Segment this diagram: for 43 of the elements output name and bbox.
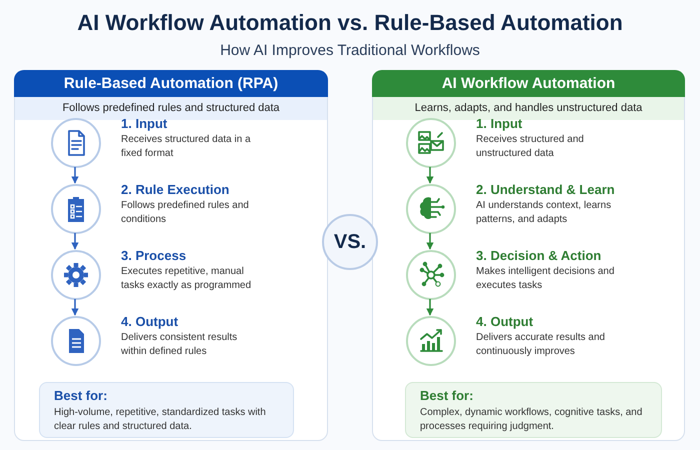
step-circle bbox=[51, 316, 101, 366]
info-card bbox=[39, 382, 294, 438]
panel-card bbox=[14, 70, 328, 441]
step-description: Follows predefined rules and conditions bbox=[121, 199, 250, 226]
card-heading: Best for: bbox=[420, 388, 474, 403]
step-description: Receives structured data in a fixed format bbox=[121, 133, 252, 160]
step-title: 2. Rule Execution bbox=[121, 182, 230, 197]
card-text: Complex, dynamic workflows, cognitive tasks, and processes requiring judgment. bbox=[420, 406, 644, 434]
arrow bbox=[426, 233, 434, 250]
panel-card bbox=[372, 70, 685, 441]
arrow bbox=[71, 167, 79, 184]
title: AI Workflow Automation vs. Rule-Based Automation bbox=[76, 10, 624, 36]
panel-subheader: Follows predefined rules and structured data bbox=[15, 97, 327, 120]
step-circle bbox=[406, 118, 456, 168]
arrow bbox=[426, 167, 434, 184]
step-circle bbox=[406, 184, 456, 234]
step-circle bbox=[406, 250, 456, 300]
panel-subheader: Learns, adapts, and handles unstructured data bbox=[373, 97, 684, 120]
step-description: Executes repetitive, manual tasks exactly as programmed bbox=[121, 265, 252, 292]
subtitle: How AI Improves Traditional Workflows bbox=[219, 42, 481, 59]
step-title: 3. Process bbox=[121, 248, 188, 263]
arrow bbox=[71, 299, 79, 316]
step-circle bbox=[51, 184, 101, 234]
step-description: Delivers consistent results within defined rules bbox=[121, 331, 238, 358]
step-description: Receives structured and unstructured data bbox=[476, 133, 585, 160]
panel-header: Rule-Based Automation (RPA) bbox=[14, 70, 328, 97]
card-text: High-volume, repetitive, standardized tasks with clear rules and structured data. bbox=[54, 406, 267, 434]
step-description: Delivers accurate results and continuously improves bbox=[476, 331, 606, 358]
vs-label: VS. bbox=[334, 230, 366, 254]
step-description: Makes intelligent decisions and executes tasks bbox=[476, 265, 616, 292]
info-card bbox=[405, 382, 662, 438]
step-title: 3. Decision & Action bbox=[476, 248, 602, 263]
step-circle bbox=[51, 118, 101, 168]
step-title: 4. Output bbox=[121, 314, 180, 329]
panel-header: AI Workflow Automation bbox=[372, 70, 685, 97]
step-title: 2. Understand & Learn bbox=[476, 182, 616, 197]
card-heading: Best for: bbox=[54, 388, 108, 403]
step-circle bbox=[51, 250, 101, 300]
arrow bbox=[426, 299, 434, 316]
step-title: 4. Output bbox=[476, 314, 534, 329]
arrow bbox=[71, 233, 79, 250]
step-description: AI understands context, learns patterns, and adapts bbox=[476, 199, 612, 226]
step-circle bbox=[406, 316, 456, 366]
